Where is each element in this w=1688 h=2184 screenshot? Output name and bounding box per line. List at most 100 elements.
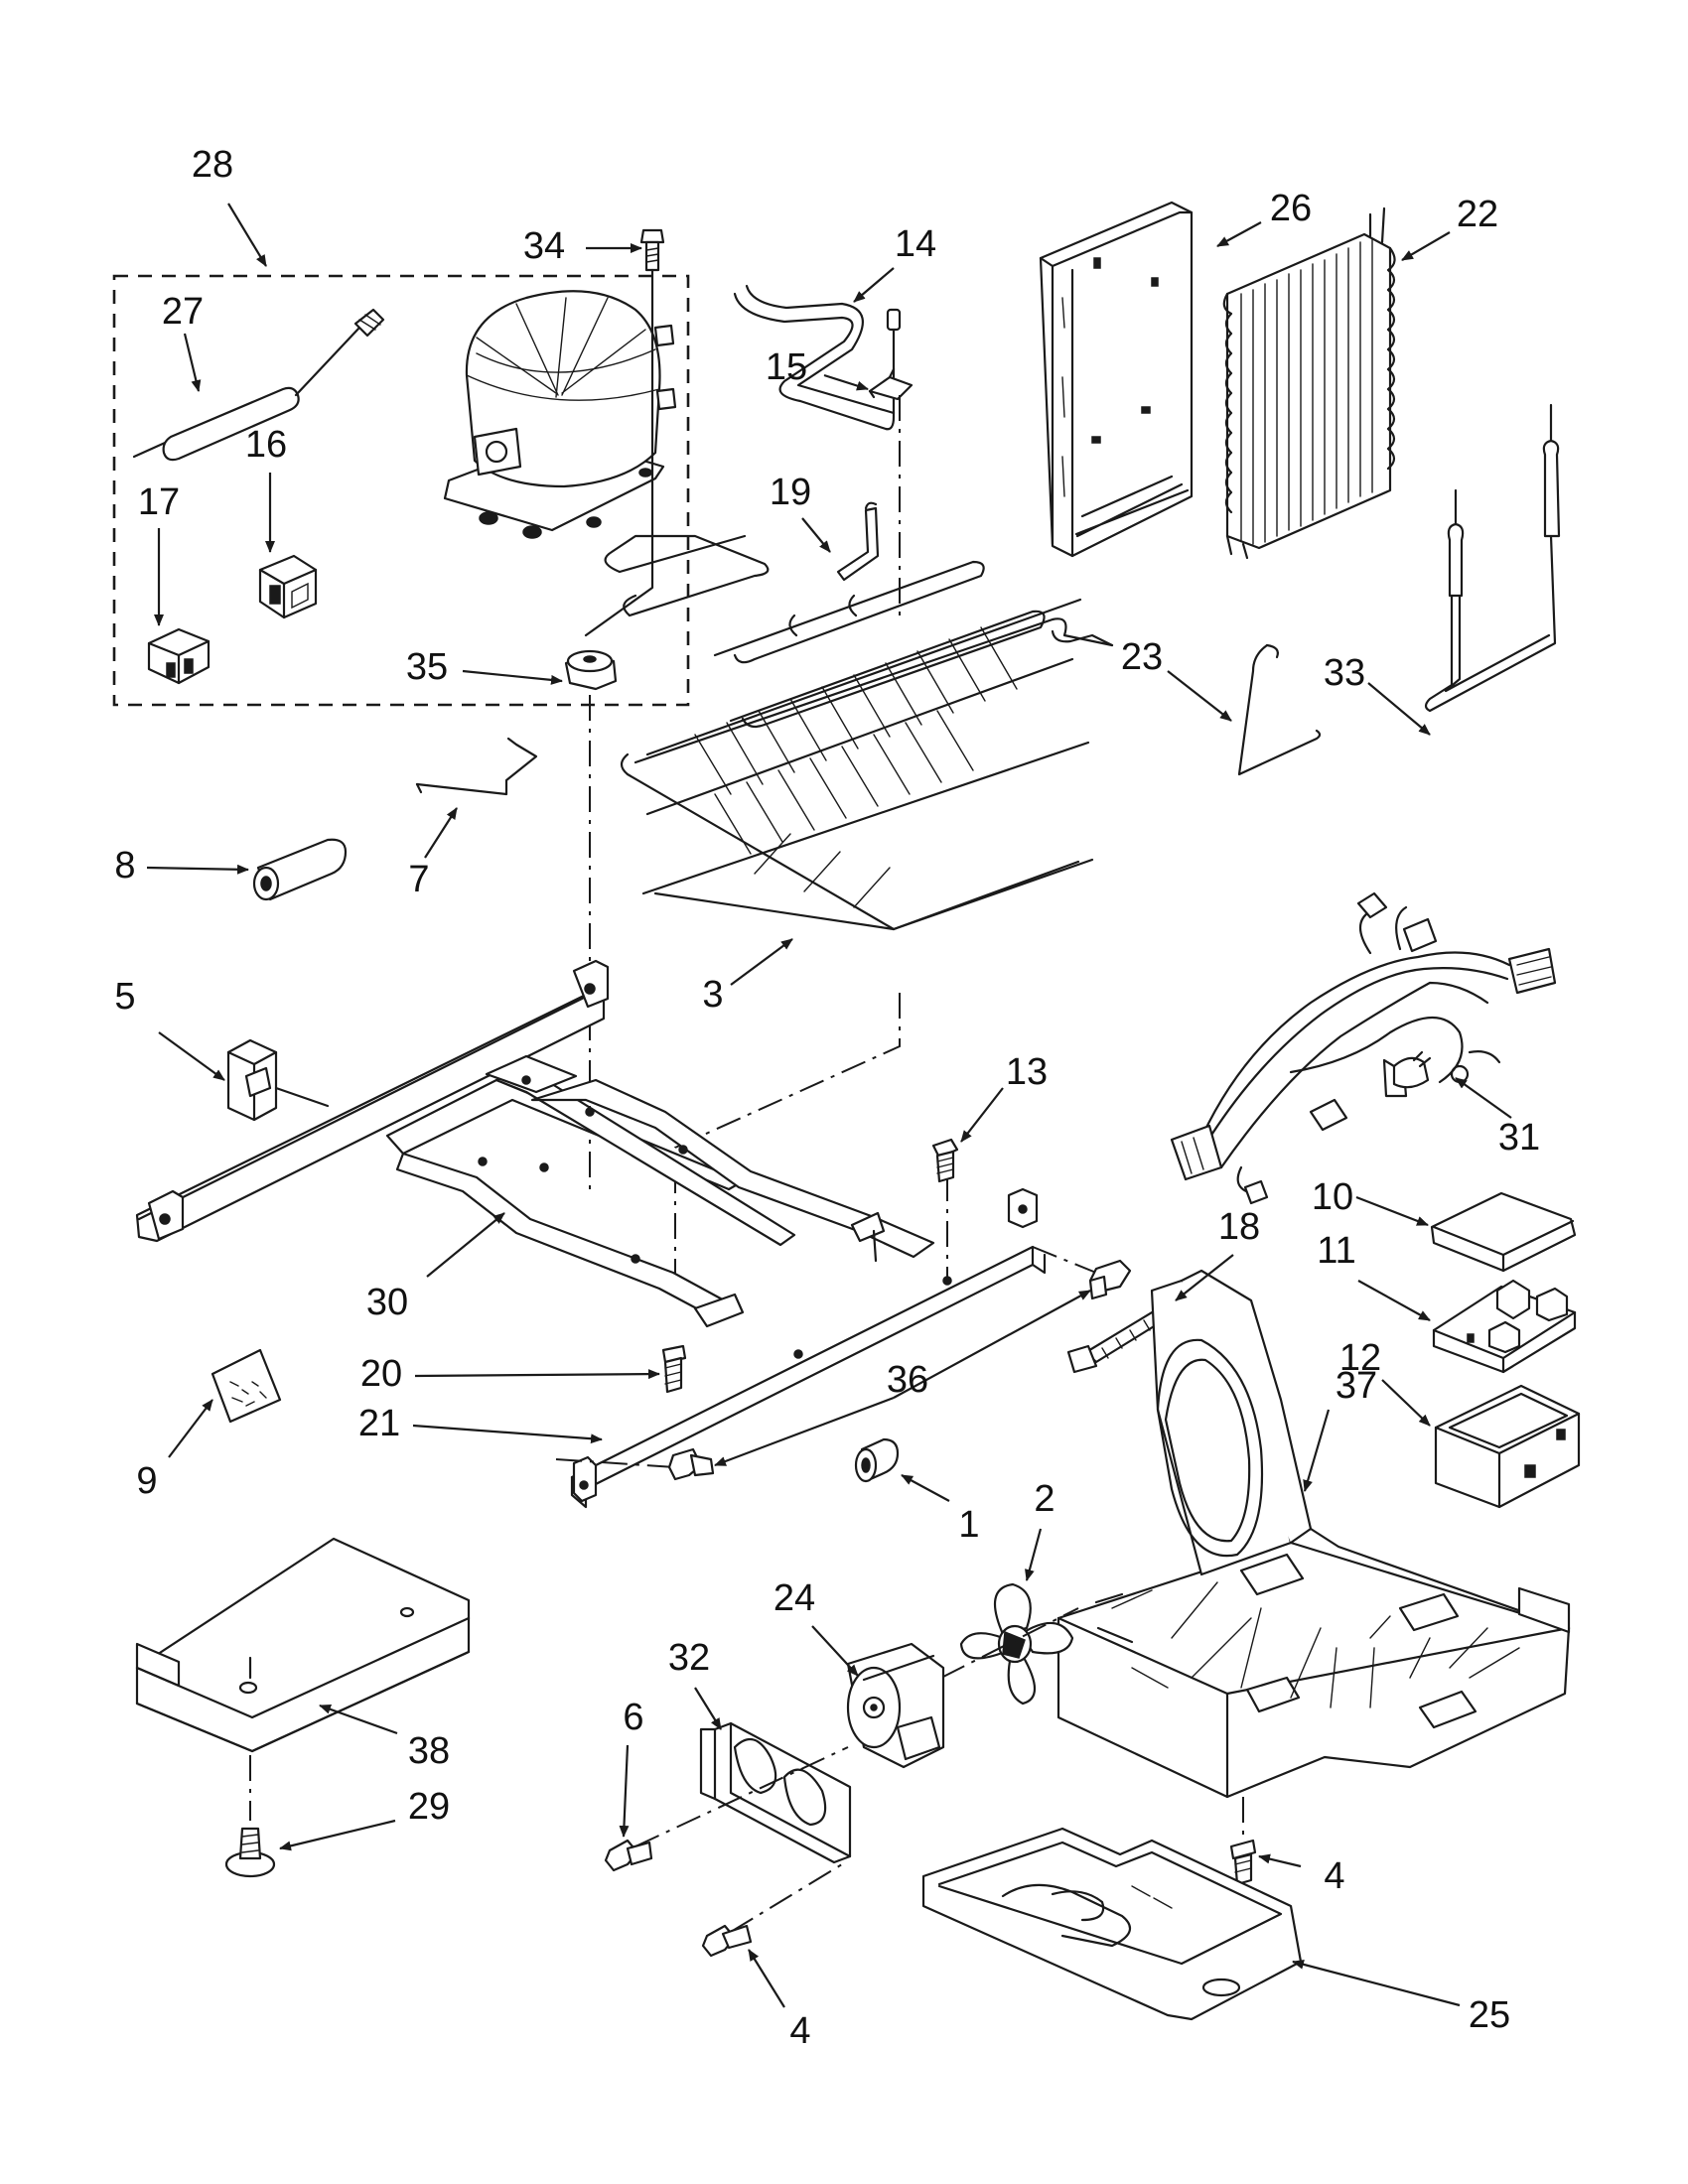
- leader-4b: [1258, 1853, 1302, 1868]
- front-rail-part[interactable]: [570, 1187, 1047, 1509]
- screw-4-right-part[interactable]: [1229, 1839, 1257, 1886]
- callout-4b: 4: [1324, 1855, 1344, 1897]
- callout-29: 29: [408, 1786, 450, 1828]
- insulation-roll-part[interactable]: [252, 838, 348, 901]
- leader-21: [412, 1424, 603, 1444]
- screw-4-lower-part[interactable]: [701, 1924, 753, 1958]
- callout-5: 5: [114, 976, 135, 1018]
- callout-26: 26: [1270, 188, 1312, 229]
- leader-11: [1357, 1280, 1431, 1321]
- part-1-cylinder[interactable]: [854, 1437, 900, 1483]
- relay-part[interactable]: [258, 554, 318, 619]
- control-board-part[interactable]: [1432, 1279, 1577, 1374]
- callout-24: 24: [774, 1577, 815, 1619]
- leader-19: [801, 517, 831, 553]
- callout-32: 32: [668, 1637, 710, 1679]
- callout-6: 6: [623, 1697, 643, 1738]
- callout-7: 7: [408, 859, 429, 900]
- leader-3: [730, 938, 793, 986]
- overload-part[interactable]: [147, 627, 211, 685]
- base-frame-part[interactable]: [135, 959, 935, 1328]
- condenser-part[interactable]: [604, 534, 1114, 931]
- leader-27: [183, 333, 202, 392]
- leader-23: [1167, 670, 1232, 722]
- bolt-20-part[interactable]: [661, 1344, 687, 1394]
- callout-1: 1: [958, 1504, 979, 1546]
- pad-part[interactable]: [211, 1348, 282, 1424]
- compressor-part[interactable]: [443, 290, 677, 539]
- leader-1: [901, 1474, 950, 1502]
- callout-38: 38: [408, 1730, 450, 1772]
- board-38-part[interactable]: [135, 1537, 471, 1753]
- callout-30: 30: [366, 1282, 408, 1323]
- fan-shaft-line: [940, 1607, 1079, 1679]
- callout-22: 22: [1457, 194, 1498, 235]
- callout-35: 35: [406, 646, 448, 688]
- callout-31: 31: [1498, 1117, 1540, 1159]
- grommet-part[interactable]: [564, 649, 618, 691]
- compressor-mount-path: [584, 268, 654, 637]
- leader-35: [462, 669, 563, 685]
- callout-34: 34: [523, 225, 565, 267]
- motor-screw-line: [634, 1746, 849, 1847]
- screw-6-part[interactable]: [604, 1839, 653, 1872]
- leader-29: [279, 1819, 396, 1851]
- callout-36: 36: [887, 1359, 928, 1401]
- leader-2: [1025, 1528, 1043, 1581]
- callout-3: 3: [702, 974, 723, 1016]
- fan-blade-part[interactable]: [959, 1582, 1074, 1706]
- callout-33: 33: [1324, 652, 1365, 694]
- tube-19-part[interactable]: [836, 501, 880, 582]
- leader-6: [619, 1744, 630, 1838]
- bolt-part[interactable]: [639, 228, 665, 272]
- leader-28: [227, 203, 267, 267]
- callout-17: 17: [138, 481, 180, 523]
- leader-36: [893, 1290, 1091, 1399]
- leader-25: [1292, 1959, 1461, 2007]
- leader-7: [424, 807, 458, 859]
- callout-14: 14: [895, 223, 936, 265]
- wire-harness-part[interactable]: [1170, 891, 1557, 1205]
- evaporator-coil-part[interactable]: [1222, 206, 1396, 560]
- leader-20: [414, 1369, 660, 1380]
- fan-motor-part[interactable]: [846, 1642, 945, 1769]
- wire-clip-7-part[interactable]: [415, 737, 538, 796]
- screw-13-part[interactable]: [931, 1138, 959, 1183]
- control-cover-part[interactable]: [1430, 1191, 1577, 1273]
- rail-bolt-line: [1032, 1246, 1097, 1274]
- tube-14-part[interactable]: [733, 284, 902, 431]
- callout-2: 2: [1034, 1478, 1055, 1520]
- leader-8: [146, 864, 249, 875]
- callout-27: 27: [162, 291, 204, 333]
- control-box-part[interactable]: [1434, 1384, 1581, 1509]
- motor-bracket-part[interactable]: [699, 1721, 852, 1864]
- drier-part[interactable]: [132, 308, 385, 462]
- callout-16: 16: [245, 424, 287, 466]
- motor-screw-line-lower: [730, 1863, 843, 1933]
- leader-14: [853, 267, 895, 303]
- leader-31: [1455, 1077, 1512, 1119]
- drain-pan-part[interactable]: [921, 1827, 1303, 2021]
- callout-28: 28: [192, 144, 233, 186]
- leader-18: [1175, 1254, 1234, 1301]
- bolt-36-part[interactable]: [667, 1259, 1132, 1481]
- leader-30: [426, 1212, 505, 1278]
- leader-22: [1401, 231, 1451, 261]
- evaporator-cover-part[interactable]: [1039, 201, 1194, 558]
- clip-part[interactable]: [868, 367, 914, 401]
- foot-29-part[interactable]: [224, 1827, 276, 1878]
- leader-33: [1367, 682, 1431, 736]
- callout-18: 18: [1218, 1206, 1260, 1248]
- callout-19: 19: [770, 472, 811, 513]
- wire-23-part[interactable]: [1237, 643, 1322, 776]
- callout-15: 15: [766, 346, 807, 388]
- callout-25: 25: [1469, 1994, 1510, 2036]
- clip-5-part[interactable]: [226, 1038, 278, 1122]
- compressor-kit-outline: [112, 274, 690, 707]
- leader-38: [319, 1704, 398, 1735]
- tube-33-part[interactable]: [1424, 403, 1561, 713]
- fan-shroud-part[interactable]: [1056, 1269, 1571, 1799]
- leader-4a: [748, 1949, 785, 2008]
- callout-12: 12: [1339, 1337, 1381, 1379]
